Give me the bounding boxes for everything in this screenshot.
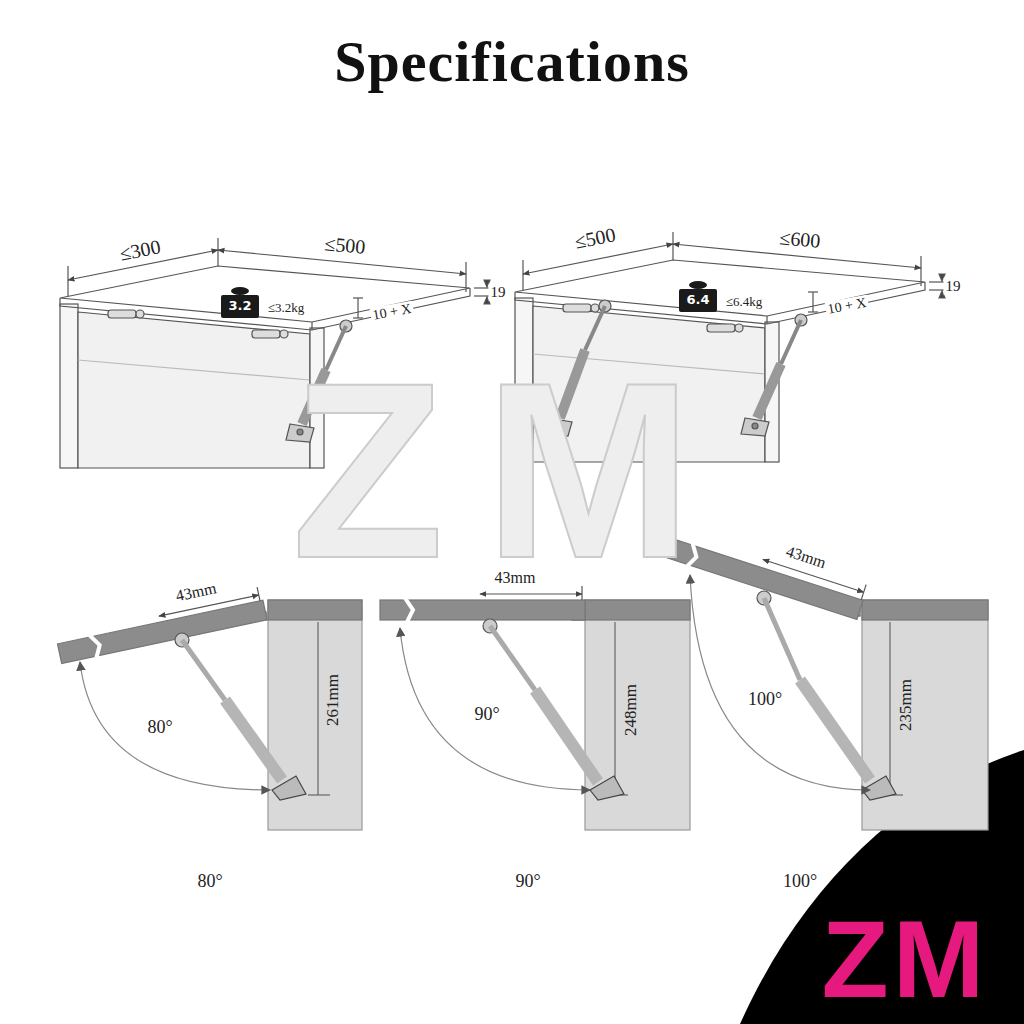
opening-80: [55, 587, 362, 830]
load-limit: ≤6.4kg: [724, 295, 764, 309]
weight-value: 3.2: [228, 299, 251, 313]
weight-knob: [689, 281, 707, 289]
angle-caption: 90°: [513, 872, 542, 892]
page-title: Specifications: [334, 30, 690, 94]
dimension: ≤600: [777, 226, 824, 252]
weight-value: 6.4: [686, 293, 709, 307]
height-dimension: 261mm: [324, 672, 343, 728]
opening-90: [380, 586, 690, 830]
angle: 90°: [472, 705, 501, 725]
weight-knob: [231, 287, 249, 295]
height-dimension: 235mm: [897, 677, 916, 733]
thickness: 19: [489, 284, 508, 301]
angle: 100°: [746, 690, 784, 710]
weight-block: 6.4: [679, 289, 717, 312]
angle-caption: 80°: [195, 872, 224, 892]
dimension: ≤300: [116, 235, 164, 265]
dimension: ≤500: [571, 223, 619, 253]
thickness: 19: [944, 278, 963, 295]
watermark: ZM: [292, 333, 733, 608]
angle-caption: 100°: [781, 872, 819, 892]
angle: 80°: [145, 718, 174, 738]
weight-block: 3.2: [221, 295, 259, 318]
height-dimension: 248mm: [622, 682, 641, 738]
dimension: ≤500: [322, 232, 369, 258]
brand-logo: ZM: [822, 898, 989, 1019]
dimension: 43mm: [493, 569, 538, 587]
load-limit: ≤3.2kg: [266, 301, 306, 315]
dimension: 43mm: [172, 579, 220, 606]
